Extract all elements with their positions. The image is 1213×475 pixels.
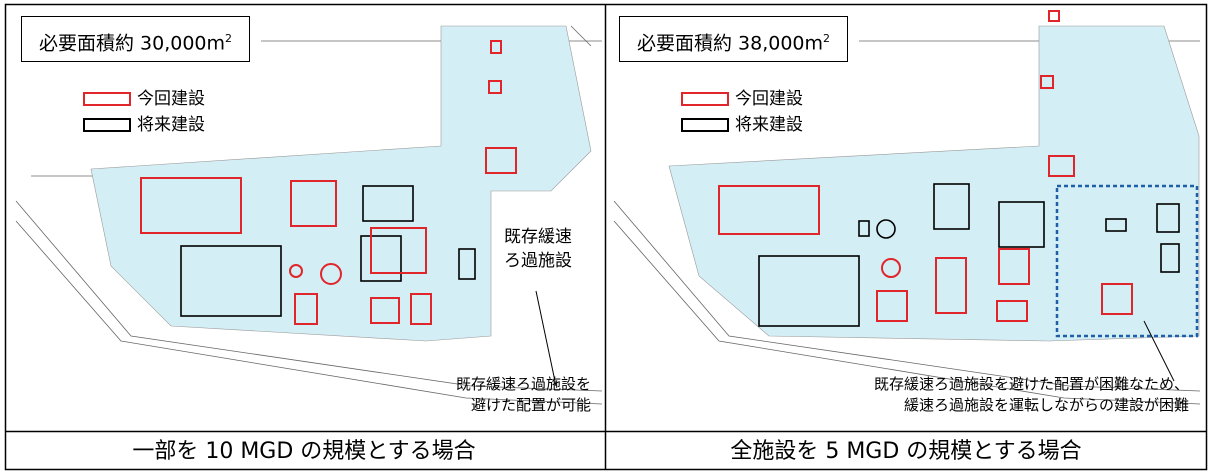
- right-callout-text: 既存緩速ろ過施設を避けた配置が困難なため、 緩速ろ過施設を運転しながらの建設が困…: [873, 375, 1189, 414]
- legend-swatch-black: [681, 118, 729, 132]
- legend-future-label: 将来建設: [137, 115, 205, 135]
- legend-item-future: 将来建設: [83, 112, 205, 138]
- legend: 今回建設 将来建設: [681, 86, 803, 138]
- left-callout-text: 既存緩速ろ過施設を 避けた配置が可能: [455, 375, 591, 414]
- right-site-plan: [613, 10, 1200, 405]
- legend: 今回建設 将来建設: [83, 86, 205, 138]
- legend-item-new: 今回建設: [681, 86, 803, 112]
- left-layout-panel: 必要面積約 30,000m2 今回建設 将来建設 既存緩速 ろ過施設 既存緩速ろ…: [11, 6, 602, 428]
- legend-new-label: 今回建設: [137, 89, 205, 109]
- required-area-label: 必要面積約 30,000m2: [21, 16, 250, 62]
- legend-item-new: 今回建設: [83, 86, 205, 112]
- legend-swatch-black: [83, 118, 131, 132]
- legend-future-label: 将来建設: [735, 115, 803, 135]
- required-area-label: 必要面積約 38,000m2: [619, 16, 848, 62]
- legend-new-label: 今回建設: [735, 89, 803, 109]
- legend-swatch-red: [681, 92, 729, 106]
- legend-item-future: 将来建設: [681, 112, 803, 138]
- left-caption: 一部を 10 MGD の規模とする場合: [132, 439, 476, 464]
- existing-facility-label: 既存緩速 ろ過施設: [501, 223, 575, 275]
- right-layout-panel: 必要面積約 38,000m2 今回建設 将来建設 既存緩速ろ過施設を避けた配置が…: [609, 6, 1200, 428]
- left-site-plan: [15, 25, 602, 405]
- legend-swatch-red: [83, 92, 131, 106]
- right-caption: 全施設を 5 MGD の規模とする場合: [730, 439, 1082, 464]
